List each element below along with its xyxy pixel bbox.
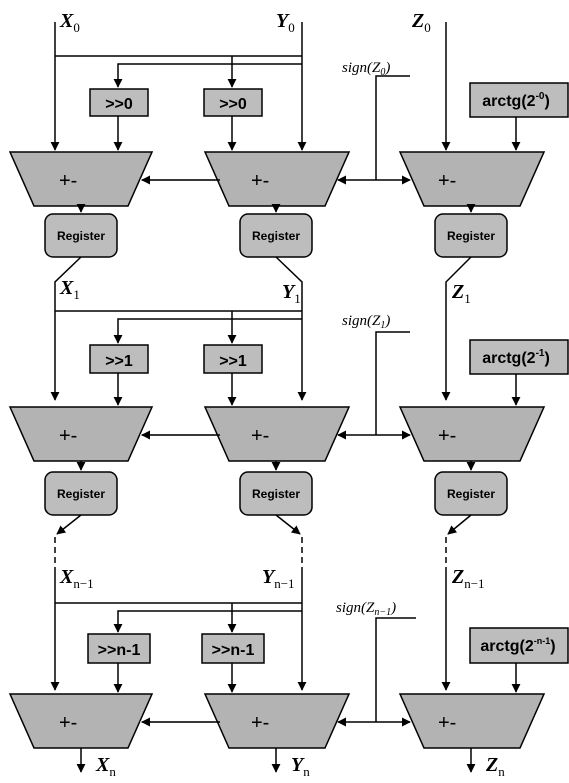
sign-line-0 — [375, 75, 410, 180]
z-continue-arrow — [447, 514, 472, 535]
sign-label-0: sign(Z0) — [342, 60, 390, 78]
adder-n1-z — [398, 693, 546, 749]
adder-1-y — [203, 406, 351, 462]
adder-0-x-label: +- — [59, 170, 77, 192]
xn-label: Xn — [95, 754, 116, 779]
y-continue-arrow — [275, 514, 301, 535]
shift-box-0-left — [89, 88, 149, 117]
zn1-label: Zn−1 — [451, 566, 485, 591]
adder-n1-x-label: +- — [59, 712, 77, 734]
register-1-x-label: Register — [57, 487, 105, 501]
shift-label-0-left: >>0 — [105, 96, 133, 113]
shift-box-1-left — [89, 344, 149, 374]
sign-line-1 — [375, 331, 410, 435]
xn1-label: Xn−1 — [59, 566, 94, 591]
shift-label-0-right: >>0 — [219, 96, 247, 113]
arctg-label-1: arctg(2-1) — [482, 348, 550, 367]
y1-label: Y1 — [282, 281, 301, 306]
adder-n1-y — [203, 693, 351, 749]
adder-n1-z-label: +- — [438, 712, 456, 734]
adder-0-z-label: +- — [438, 170, 456, 192]
shift-label-1-right: >>1 — [219, 353, 247, 370]
yn1-label: Yn−1 — [262, 566, 295, 591]
arctg-label-n1: arctg(2-n-1) — [480, 636, 555, 655]
sign-label-n1: sign(Zn−1) — [336, 600, 396, 618]
x0-label: X0 — [59, 10, 80, 35]
adder-n1-x — [8, 693, 154, 749]
register-1-y-label: Register — [252, 487, 300, 501]
arctg-box-0 — [469, 82, 569, 118]
shift-box-n1-left — [87, 633, 151, 664]
register-0-y-label: Register — [252, 229, 300, 243]
shift-label-n1-left: >>n-1 — [98, 642, 141, 659]
adder-1-x-label: +- — [59, 425, 77, 447]
x1-line — [50, 256, 82, 401]
x1-label: X1 — [59, 277, 80, 302]
y1-line — [275, 256, 307, 401]
register-1-z-label: Register — [447, 487, 495, 501]
stage-1: X1 Y1 Z1 >>1 >>1 arctg(2-1) sign(Z1) +- … — [8, 277, 569, 567]
shift-box-n1-right — [201, 633, 265, 664]
stage-n-1: Xn−1 Yn−1 Zn−1 >>n-1 >>n-1 arctg(2-n-1) … — [8, 566, 569, 779]
register-0-z-label: Register — [447, 229, 495, 243]
shift-label-1-left: >>1 — [105, 353, 133, 370]
stage-0: X0 Y0 Z0 >>0 >>0 arctg(2-0) sign(Z0) +- … — [8, 10, 569, 401]
shift-box-1-right — [203, 344, 263, 374]
adder-0-x — [8, 151, 154, 207]
y0-label: Y0 — [276, 10, 295, 35]
shift-label-n1-right: >>n-1 — [212, 642, 255, 659]
yn-label: Yn — [291, 754, 310, 779]
adder-1-z — [398, 406, 546, 462]
shift-box-0-right — [203, 88, 263, 117]
adder-0-y-label: +- — [251, 170, 269, 192]
sign-line-n1 — [375, 617, 416, 722]
arctg-label-0: arctg(2-0) — [482, 91, 550, 110]
y0-to-shift-left — [113, 63, 302, 88]
arctg-box-1 — [469, 339, 569, 375]
z1-label: Z1 — [451, 281, 471, 306]
zn-label: Zn — [485, 754, 505, 779]
arctg-box-n1 — [469, 627, 569, 664]
adder-0-z — [398, 151, 546, 207]
z1-line — [441, 256, 472, 401]
y1-to-shift-left — [113, 318, 302, 344]
z0-label: Z0 — [411, 10, 431, 35]
sign-label-1: sign(Z1) — [342, 313, 390, 331]
yn1-to-shift-left — [113, 610, 302, 633]
adder-1-x — [8, 406, 154, 462]
x-continue-arrow — [56, 514, 82, 535]
adder-0-y — [203, 151, 351, 207]
adder-1-y-label: +- — [251, 425, 269, 447]
register-0-x-label: Register — [57, 229, 105, 243]
adder-1-z-label: +- — [438, 425, 456, 447]
adder-n1-y-label: +- — [251, 712, 269, 734]
